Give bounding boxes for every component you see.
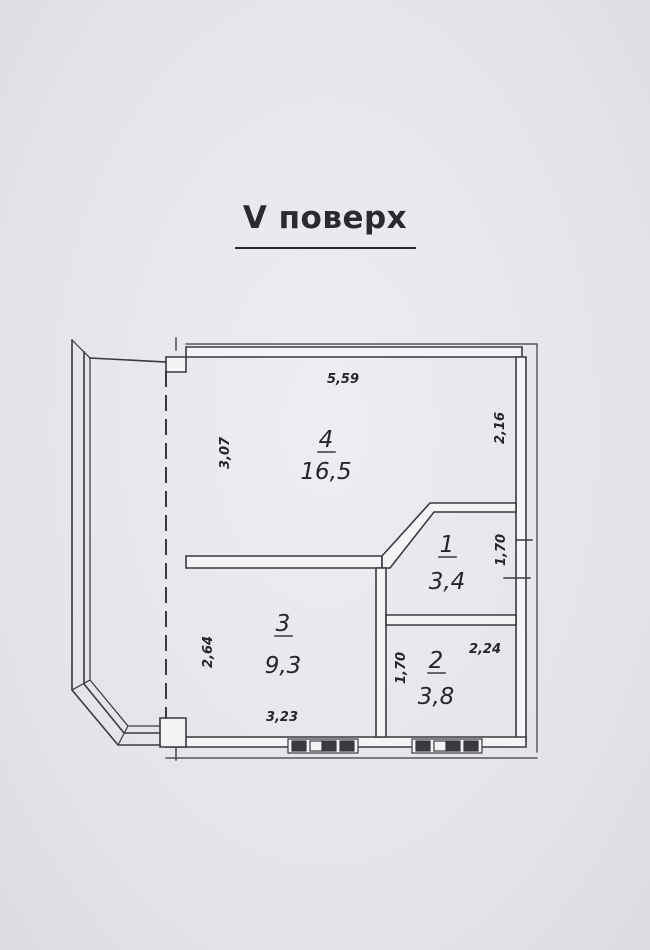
dim-room4-right: 2,16 bbox=[493, 412, 508, 444]
dim-room3-bottom: 3,23 bbox=[266, 710, 298, 725]
balcony-top-rail bbox=[89, 357, 167, 363]
room1-area: 3,4 bbox=[429, 569, 466, 595]
balcony-inner bbox=[83, 351, 161, 734]
room1-number: 1 bbox=[440, 532, 455, 558]
dim-room1-right: 1,70 bbox=[494, 534, 509, 566]
dim-room2-top: 2,24 bbox=[469, 642, 501, 657]
dim-room2-left: 1,70 bbox=[394, 652, 409, 684]
left-wall-top-stub bbox=[165, 356, 187, 373]
room3-number: 3 bbox=[276, 611, 291, 637]
balcony-corner-a bbox=[71, 679, 91, 691]
radiator-left bbox=[287, 738, 359, 754]
balcony-outline bbox=[71, 339, 161, 746]
balcony-rail bbox=[89, 357, 161, 727]
partition-vertical bbox=[375, 567, 387, 738]
floor-title: V поверх bbox=[242, 200, 408, 236]
room4-number: 4 bbox=[319, 427, 334, 453]
room3-area: 9,3 bbox=[265, 653, 302, 679]
balcony-corner-b bbox=[117, 725, 129, 746]
balcony-top-edge bbox=[71, 339, 91, 359]
left-wall-bottom-stub bbox=[159, 717, 187, 748]
radiator-right bbox=[411, 738, 483, 754]
room2-area: 3,8 bbox=[418, 684, 455, 710]
dim-room3-left: 2,64 bbox=[201, 636, 216, 668]
partition-4-3 bbox=[185, 555, 383, 569]
dim-room4-width: 5,59 bbox=[327, 372, 359, 387]
right-wall bbox=[515, 356, 527, 743]
top-wall bbox=[185, 346, 523, 358]
partition-1-2 bbox=[385, 614, 517, 626]
room4-area: 16,5 bbox=[300, 459, 351, 485]
room2-number: 2 bbox=[429, 648, 444, 674]
dim-room4-left: 3,07 bbox=[218, 436, 233, 469]
title-underline bbox=[235, 247, 416, 249]
